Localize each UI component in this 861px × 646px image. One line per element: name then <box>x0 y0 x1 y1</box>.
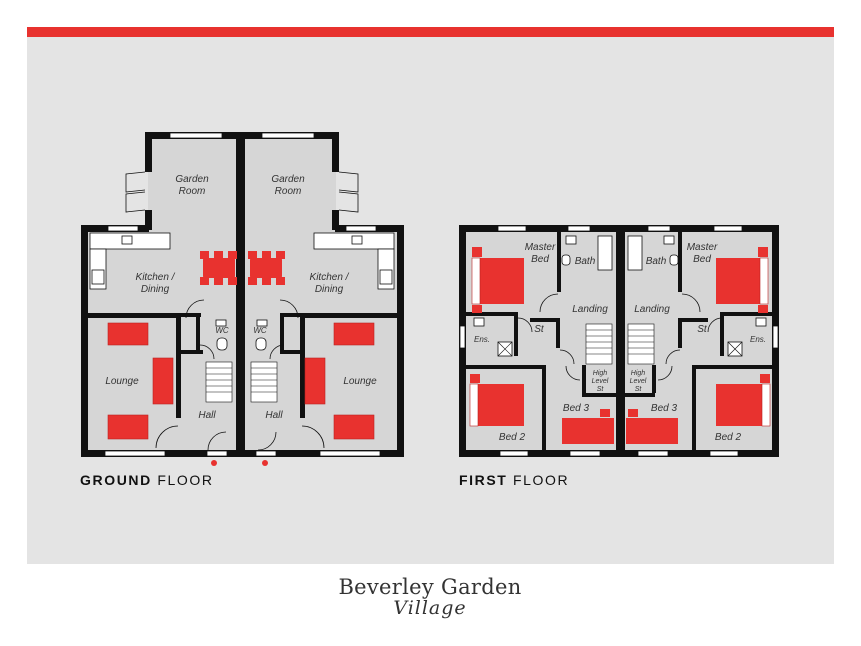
garden-room-label-right: Garden <box>271 174 305 185</box>
garden-room-label-left-2: Room <box>179 186 206 197</box>
bath-label-right: Bath <box>646 256 667 267</box>
garden-room-label-left: Garden <box>175 174 209 185</box>
first-floor-plan: Master Bed Master Bed Bath Bath Landing … <box>459 225 779 457</box>
brand-name: Beverley Garden <box>338 575 522 599</box>
ground-floor-title: GROUND FLOOR <box>80 472 214 488</box>
ground-floor-title-bold: GROUND <box>80 472 152 488</box>
master-bed-label-right-2: Bed <box>693 254 711 265</box>
bed3-label-right: Bed 3 <box>651 403 678 414</box>
bath-label-left: Bath <box>575 256 596 267</box>
master-bed-label-left: Master <box>525 242 556 253</box>
ground-floor-title-light: FLOOR <box>157 472 214 488</box>
high-level-store-left: High <box>593 370 608 377</box>
master-bed-label-left-2: Bed <box>531 254 549 265</box>
store-label-left: St <box>534 324 545 335</box>
ensuite-label-left: Ens. <box>474 335 490 344</box>
wc-label-right: WC <box>253 326 267 335</box>
store-label-right: St <box>697 324 708 335</box>
high-level-store-right-3: St <box>635 386 643 393</box>
first-floor-title: FIRST FLOOR <box>459 472 569 488</box>
ground-floor-plan: Garden Room Garden Room Kitchen / Dining… <box>81 132 404 466</box>
lounge-label-left: Lounge <box>105 376 139 387</box>
brand-logo: Beverley Garden Village <box>330 575 530 619</box>
high-level-store-right-2: Level <box>630 378 647 385</box>
first-floor-title-bold: FIRST <box>459 472 508 488</box>
landing-label-left: Landing <box>572 304 608 315</box>
kitchen-label-left: Kitchen / <box>136 272 176 283</box>
bed2-label-left: Bed 2 <box>499 432 526 443</box>
high-level-store-left-3: St <box>597 386 605 393</box>
lounge-label-right: Lounge <box>343 376 377 387</box>
first-floor-title-light: FLOOR <box>512 472 570 488</box>
kitchen-label-right-2: Dining <box>315 284 344 295</box>
top-accent-bar <box>27 27 834 37</box>
kitchen-label-right: Kitchen / <box>310 272 350 283</box>
wc-label-left: WC <box>215 326 229 335</box>
hall-label-left: Hall <box>198 410 216 421</box>
hall-label-right: Hall <box>265 410 283 421</box>
landing-label-right: Landing <box>634 304 670 315</box>
bed3-label-left: Bed 3 <box>563 403 590 414</box>
bed2-label-right: Bed 2 <box>715 432 742 443</box>
master-bed-label-right: Master <box>687 242 718 253</box>
high-level-store-left-2: Level <box>592 378 609 385</box>
brand-sub: Village <box>393 597 467 619</box>
garden-room-label-right-2: Room <box>275 186 302 197</box>
kitchen-label-left-2: Dining <box>141 284 170 295</box>
ensuite-label-right: Ens. <box>750 335 766 344</box>
high-level-store-right: High <box>631 370 646 377</box>
